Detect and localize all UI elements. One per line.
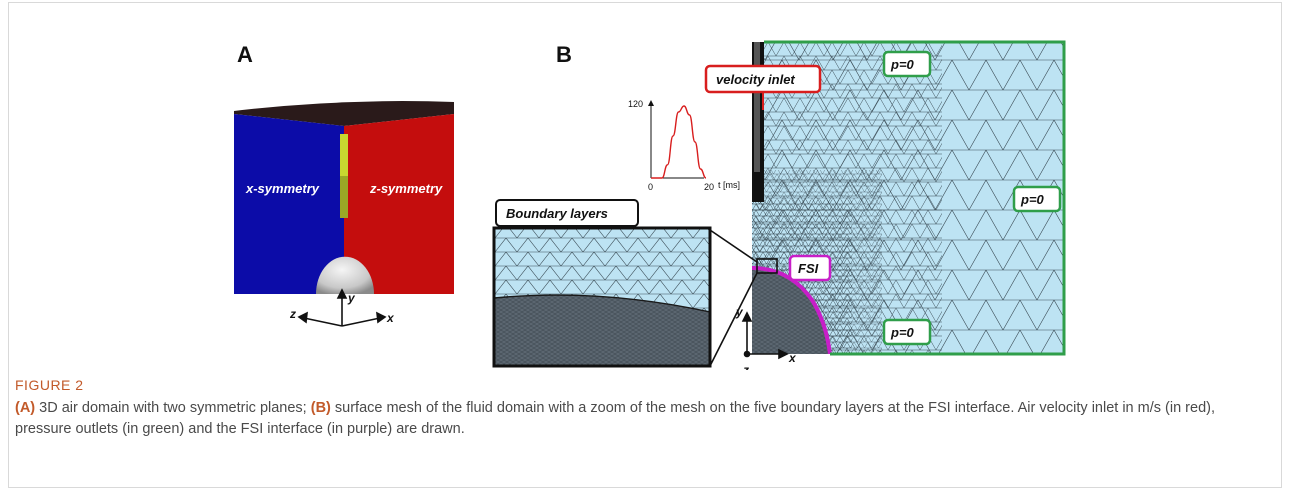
chart-y-tick-120: 120: [628, 99, 643, 109]
z-symmetry-label: z-symmetry: [369, 181, 443, 196]
x-symmetry-label: x-symmetry: [245, 181, 320, 196]
figure-caption: (A) 3D air domain with two symmetric pla…: [15, 398, 1265, 440]
panel-a-label: A: [237, 42, 253, 67]
chart-x-tick-0: 0: [648, 182, 653, 192]
x-symmetry-face: [234, 114, 344, 294]
fsi-interface-line: [752, 266, 832, 354]
caption-part-3: surface mesh of the fluid domain with a …: [15, 400, 1215, 437]
figure-graphic: A x-symmetry z-symmetry y z x B: [234, 40, 1066, 370]
caption-part-0: (A): [15, 400, 36, 416]
caption-part-2: (B): [310, 400, 331, 416]
chart-x-tick-20: 20: [704, 182, 714, 192]
fsi-label: FSI: [798, 261, 819, 276]
p0-label-right: p=0: [1020, 192, 1045, 207]
fsi-box: [788, 254, 832, 282]
panel-b-axis-z: z: [742, 363, 749, 370]
p0-label-bottom: p=0: [890, 325, 915, 340]
panel-a-axes: [297, 288, 387, 327]
caption-part-1: 3D air domain with two symmetric planes;: [35, 400, 311, 416]
figure-number: FIGURE 2: [15, 377, 84, 393]
panel-b-axes: [741, 311, 789, 360]
zoom-connector-top: [709, 229, 758, 263]
p0-box-top: [882, 50, 932, 78]
zoom-connector-bottom: [709, 272, 758, 367]
p0-box-bottom: [882, 318, 932, 346]
zoom-frame: [492, 226, 712, 368]
inlet-velocity-chart: 120 0 20 t [ms]: [628, 99, 740, 192]
inlet-velocity-series-line: [651, 105, 707, 179]
boundary-layers-zoom: [494, 228, 710, 366]
boundary-layers-box: [495, 199, 639, 227]
panel-b-axis-x: x: [788, 351, 797, 365]
chart-x-axis-label: t [ms]: [718, 180, 740, 190]
panel-a: A x-symmetry z-symmetry y z x: [234, 42, 454, 327]
panel-a-axis-z: z: [289, 307, 296, 321]
p0-box-right: [1012, 185, 1062, 213]
panel-b: B velocity inlet p=0 p=0 p=0: [492, 40, 1066, 370]
z-symmetry-face: [344, 114, 454, 294]
figure-frame: [8, 2, 1282, 488]
panel-b-label: B: [556, 42, 572, 67]
p0-label-top: p=0: [890, 57, 915, 72]
panel-b-axis-y: y: [735, 305, 744, 319]
panel-a-axis-x: x: [386, 311, 395, 325]
eye-hemisphere: [316, 256, 374, 294]
chart-y-arrow: [648, 100, 654, 106]
boundary-layers-label: Boundary layers: [506, 206, 608, 221]
zoom-marker: [756, 258, 778, 274]
cube-top-face: [234, 101, 454, 126]
velocity-inlet-label: velocity inlet: [716, 72, 795, 87]
inlet-strip-shade: [340, 176, 348, 218]
panel-a-axis-y: y: [347, 291, 356, 305]
pressure-outlet-boundary: [764, 40, 1066, 356]
